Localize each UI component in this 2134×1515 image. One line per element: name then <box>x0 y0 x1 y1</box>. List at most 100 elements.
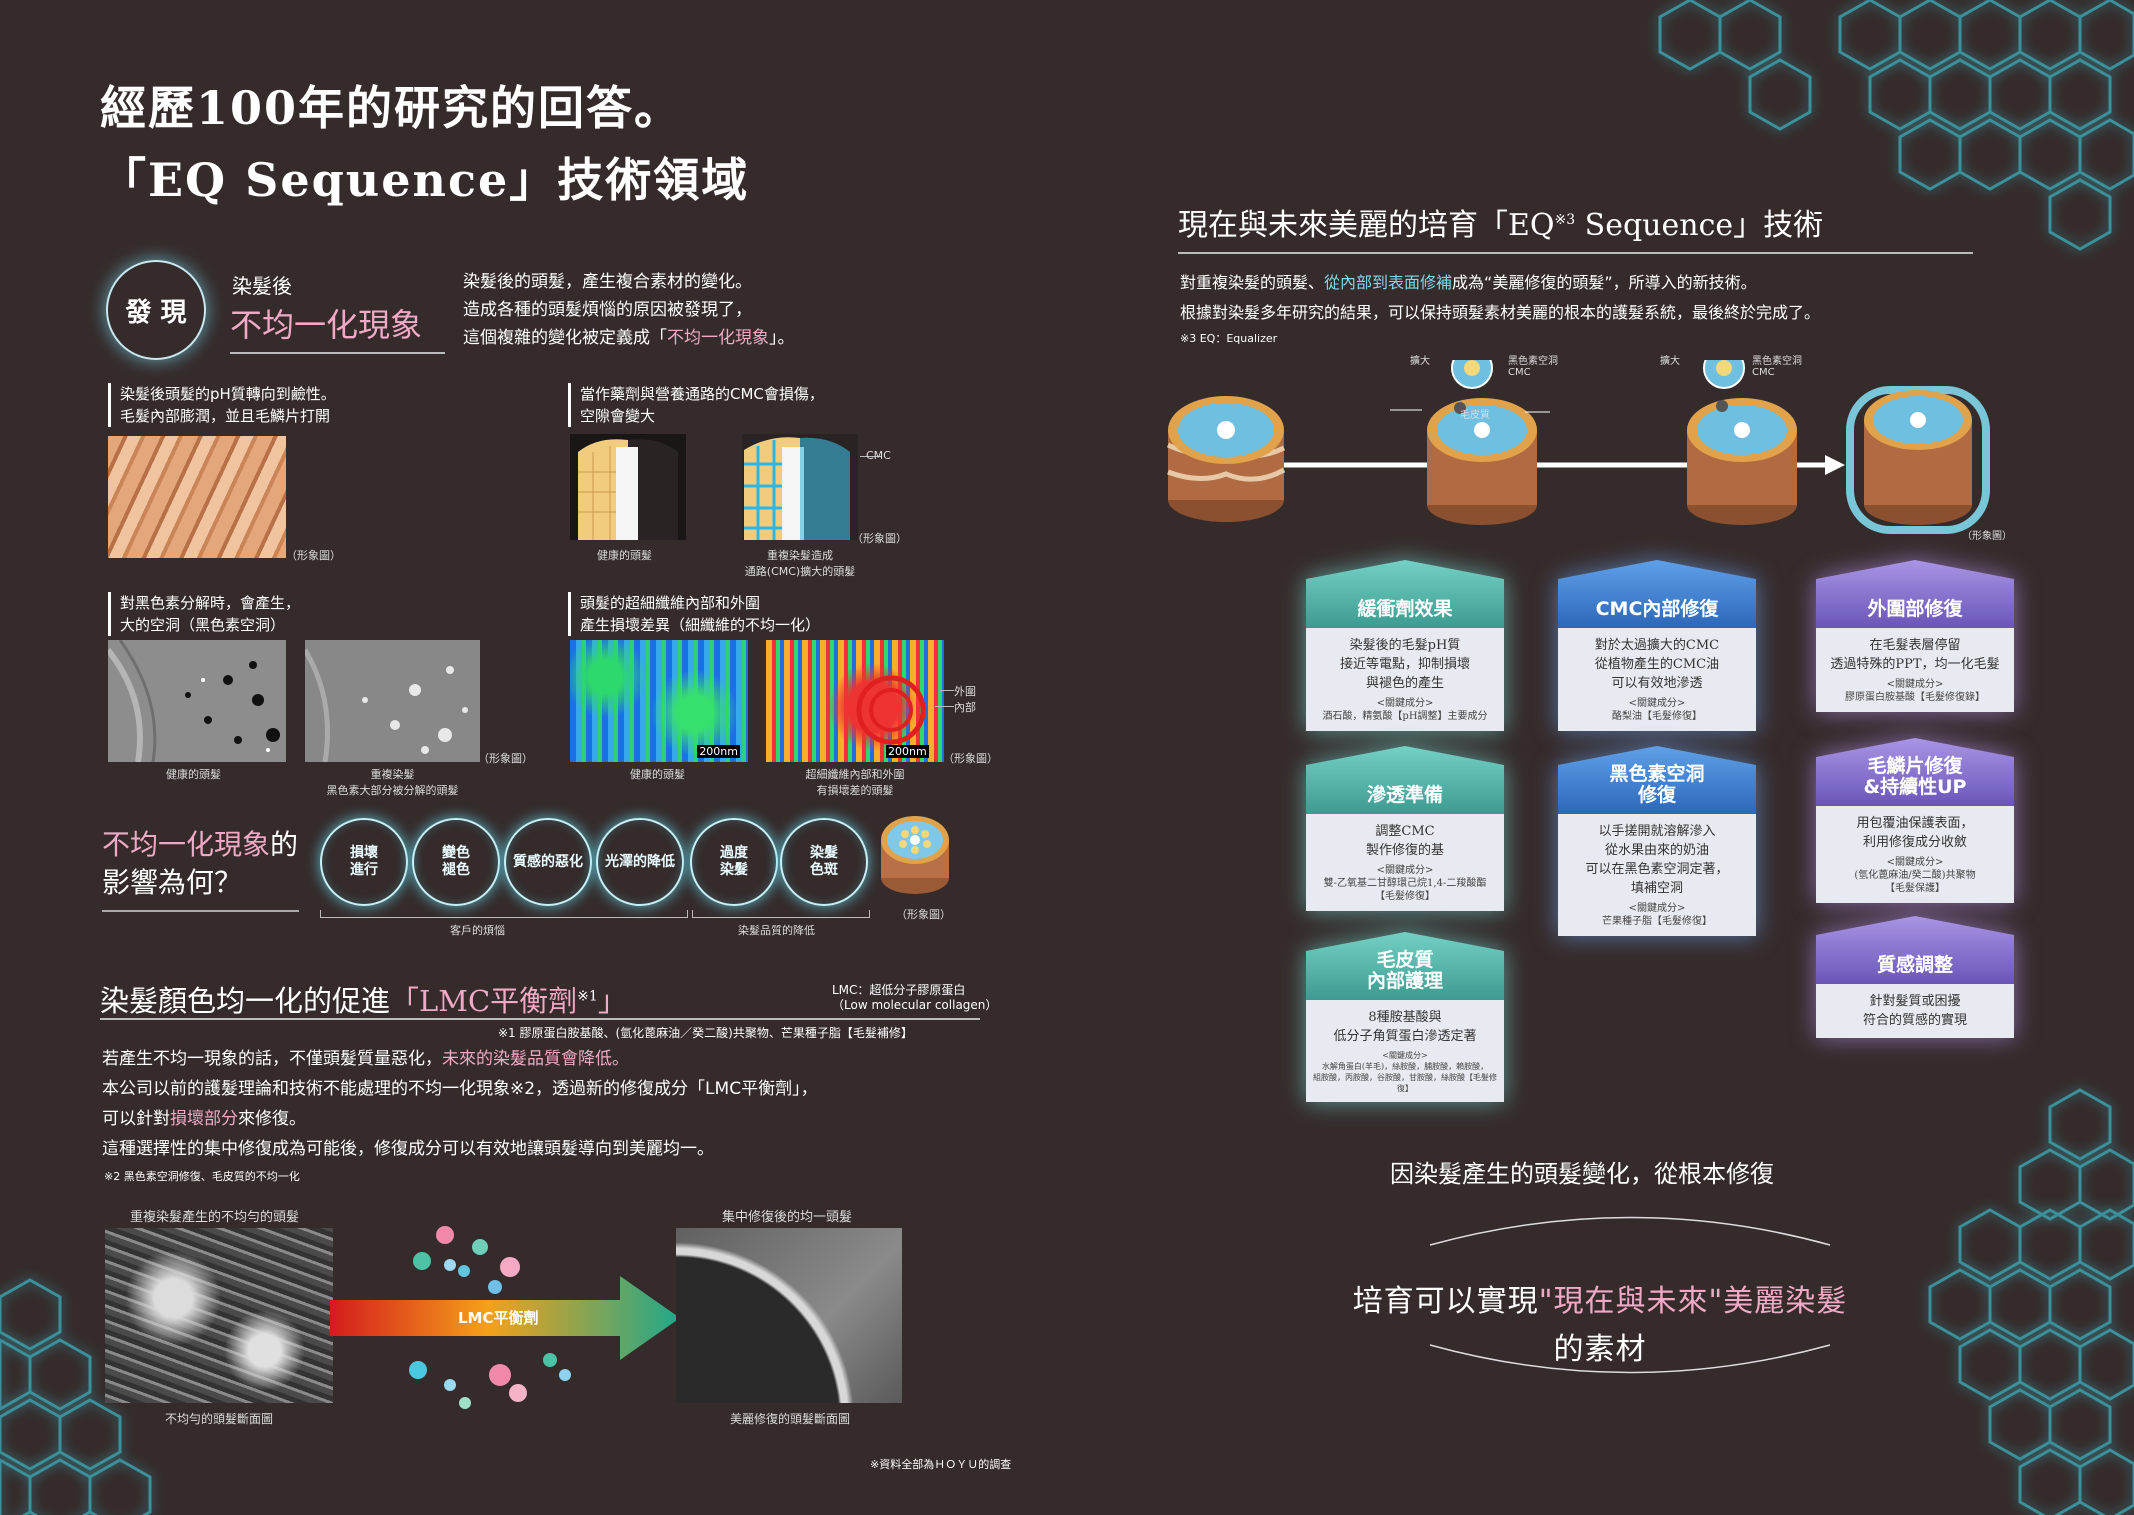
uneven-hair-label: 重複染髮產生的不均勻的頭髮 <box>130 1210 300 1225</box>
lmc-title-sup: ※1 <box>577 988 598 1005</box>
group1-bracket <box>320 910 688 918</box>
card-title: 毛皮質 內部護理 <box>1306 932 1504 1000</box>
card-body-text: 8種胺基酸與 低分子角質蛋白滲透定著 <box>1333 1010 1477 1044</box>
panel4-label-damaged: 超細纖維內部和外圍 有損壞差的頭髮 <box>766 766 944 798</box>
discovery-text-part: 這個複雜的變化被定義成「 <box>463 328 667 348</box>
even-hair-label: 集中修復後的均一頭髮 <box>722 1210 853 1225</box>
panel2-label-line: 通路(CMC)擴大的頭髮 <box>744 565 856 578</box>
card-ingredient: <關鍵成分> 酪梨油【毛髮修復】 <box>1612 698 1702 722</box>
cmc-label-2: CMC <box>1752 367 1775 378</box>
card-title: CMC內部修復 <box>1558 560 1756 628</box>
lmc-footnote-2: ※2 黑色素空洞修復、毛皮質的不均一化 <box>104 1170 300 1183</box>
card-title: 黑色素空洞 修復 <box>1558 746 1756 814</box>
cortex-label: 毛皮質 <box>1460 410 1490 421</box>
panel1-note: （形象圖） <box>286 549 341 562</box>
discovery-text-line: 造成各種的頭髮煩惱的原因被發現了， <box>463 300 752 320</box>
hair-swelling-image <box>108 436 286 558</box>
panel1-caption-line: 染髮後頭髮的pH質轉向到鹼性。 <box>120 385 336 403</box>
panel1-caption-line: 毛髮內部膨潤，並且毛鱗片打開 <box>120 407 331 425</box>
effect-bubble-damage: 損壞 進行 <box>320 818 408 906</box>
card-ingredient: <關鍵成分> 酒石酸，精氨酸【pH調整】主要成分 <box>1322 698 1488 722</box>
discovery-pink-label: 不均一化現象 <box>230 300 445 354</box>
card-title: 滲透準備 <box>1306 746 1504 814</box>
group2-label: 染髮品質的降低 <box>738 924 815 937</box>
panel2-caption-line: 空隙會變大 <box>580 407 656 425</box>
inner-label: 內部 <box>954 701 976 714</box>
panel4-label-line: 超細纖維內部和外圍 <box>805 768 905 781</box>
panel4-caption-line: 產生損壞差異（細纖維的不均一化） <box>580 616 821 634</box>
tech-description-line: 對重複染髮的頭髮、從內部到表面修補成為“美麗修復的頭髮”，所導入的新技術。 <box>1180 268 1820 298</box>
lmc-arrow <box>330 1276 680 1360</box>
lmc-body-highlight: 未來的染髮品質會降低。 <box>442 1049 629 1069</box>
effect-bubble-unevenness: 染髮 色斑 <box>780 818 868 906</box>
lmc-body: 若產生不均一現象的話，不僅頭髮質量惡化，未來的染髮品質會降低。 本公司以前的護髮… <box>102 1044 818 1164</box>
cmc-pointer-line <box>860 456 882 457</box>
card-body-text: 用包覆油保護表面， 利用修復成分收斂 <box>1856 816 1974 850</box>
tech-title-part: Sequence」技術 <box>1575 208 1824 243</box>
card-body: 用包覆油保護表面， 利用修復成分收斂 <關鍵成分> (氫化蓖麻油/癸二酸)共聚物 … <box>1816 806 2014 903</box>
scale-label: 200nm <box>886 745 929 758</box>
lmc-definition-line: （Low molecular collagen） <box>832 998 998 1012</box>
cmc-label-1: CMC <box>1508 367 1531 378</box>
uneven-hair-sem-image <box>105 1228 333 1403</box>
card-body: 8種胺基酸與 低分子角質蛋白滲透定著<關鍵成分> 水解角蛋白(羊毛)，絲胺酸，脯… <box>1306 1000 1504 1102</box>
closing-line-2: 培育可以實現"現在與未來"美麗染髮 <box>1340 1278 1860 1326</box>
lmc-molecules <box>409 1226 571 1409</box>
lmc-title-part: 染髮顏色均一化的促進 <box>100 984 391 1018</box>
effects-question-line: 不均一化現象的 <box>102 826 299 864</box>
page-title: 經歷100年的研究的回答。 「EQ Sequence」技術領域 <box>100 72 749 216</box>
lmc-title-highlight: 「LMC平衡劑 <box>390 984 578 1018</box>
panel3-caption: 對黑色素分解時，會產生， 大的空洞（黑色素空洞） <box>108 592 300 636</box>
inner-pointer-line <box>935 706 954 707</box>
card-title: 外圍部修復 <box>1816 560 2014 628</box>
effects-question: 不均一化現象的 影響為何？ <box>102 826 299 912</box>
tech-description-highlight: 從內部到表面修補 <box>1324 273 1453 292</box>
fiber-rings <box>856 675 926 745</box>
even-hair-caption: 美麗修復的頭髮斷面圖 <box>730 1412 851 1426</box>
cmc-label: CMC <box>866 449 891 462</box>
card-body: 在毛髮表層停留 透過特殊的PPT，均一化毛髮<關鍵成分> 膠原蛋白胺基酸【毛髮修… <box>1816 628 2014 712</box>
discovery-badge-text: 發 現 <box>125 297 187 328</box>
card-ingredient: <關鍵成分> (氫化蓖麻油/癸二酸)共聚物 【毛髮保護】 <box>1854 857 1976 894</box>
lmc-underline <box>100 1018 980 1020</box>
lmc-body-line: 若產生不均一現象的話，不僅頭髮質量惡化，未來的染髮品質會降低。 <box>102 1044 818 1074</box>
scale-label: 200nm <box>697 745 740 758</box>
healthy-hair-cmc-image <box>570 434 686 540</box>
card-title: 毛鱗片修復 &持續性UP <box>1816 738 2014 806</box>
discovery-small-label: 染髮後 <box>232 274 292 298</box>
lmc-body-part: 可以針對 <box>102 1109 170 1129</box>
panel2-label-healthy: 健康的頭髮 <box>597 549 652 562</box>
card-body: 染髮後的毛髮pH質 接近等電點，抑制損壞 與褪色的產生 <關鍵成分> 酒石酸，精氨… <box>1306 628 1504 731</box>
melanin-hole-label-1: 黑色素空洞 <box>1508 356 1558 367</box>
lmc-footnote-1: ※1 膠原蛋白胺基酸、(氫化蓖麻油／癸二酸)共聚物、芒果種子脂【毛髮補修】 <box>498 1026 913 1040</box>
panel3-caption-line: 對黑色素分解時，會產生， <box>120 594 301 612</box>
card-body-text: 染髮後的毛髮pH質 接近等電點，抑制損壞 與褪色的產生 <box>1339 638 1470 691</box>
even-hair-sem-image <box>676 1228 902 1403</box>
panel3-label-line: 重複染髮 <box>370 768 415 781</box>
tech-image-note: （形象圖） <box>1962 531 2012 542</box>
effects-note: （形象圖） <box>896 908 951 921</box>
panel4-label-line: 有損壞差的頭髮 <box>816 784 894 797</box>
lmc-arrow-label: LMC平衡劑 <box>458 1309 539 1327</box>
effect-bubble-texture: 質感的惡化 <box>504 818 592 906</box>
card-ingredient: <關鍵成分> 芒果種子脂【毛髮修復】 <box>1602 903 1712 927</box>
effects-question-highlight: 不均一化現象 <box>102 828 271 861</box>
panel3-caption-line: 大的空洞（黑色素空洞） <box>120 616 286 634</box>
outer-pointer-line <box>940 690 954 691</box>
title-line-2: 「EQ Sequence」技術領域 <box>100 153 750 207</box>
lmc-definition: LMC：超低分子膠原蛋白 （Low molecular collagen） <box>832 983 997 1013</box>
effect-bubble-fading: 變色 褪色 <box>412 818 500 906</box>
card-body: 針對髮質或困擾 符合的質感的實現 <box>1816 984 2014 1038</box>
discovery-text-part: 」。 <box>769 328 795 348</box>
closing-line-3: 的素材 <box>1553 1332 1647 1367</box>
card-body-text: 對於太過擴大的CMC 從植物產生的CMC油 可以有效地滲透 <box>1594 638 1720 691</box>
card-texture-adjust: 質感調整 針對髮質或困擾 符合的質感的實現 <box>1816 916 2014 1038</box>
source-note: ※資料全部為ＨＯＹＵ的調查 <box>870 1458 1012 1471</box>
card-title: 緩衝劑效果 <box>1306 560 1504 628</box>
group2-bracket <box>692 910 870 918</box>
panel1-caption: 染髮後頭髮的pH質轉向到鹼性。 毛髮內部膨潤，並且毛鱗片打開 <box>108 383 336 427</box>
card-cmc-repair: CMC內部修復 對於太過擴大的CMC 從植物產生的CMC油 可以有效地滲透 <關鍵… <box>1558 560 1756 731</box>
closing-arc-decoration <box>1429 1216 1831 1374</box>
panel2-caption-line: 當作藥劑與營養通路的CMC會損傷， <box>580 385 824 403</box>
closing-part: 培育可以實現 <box>1352 1284 1539 1319</box>
